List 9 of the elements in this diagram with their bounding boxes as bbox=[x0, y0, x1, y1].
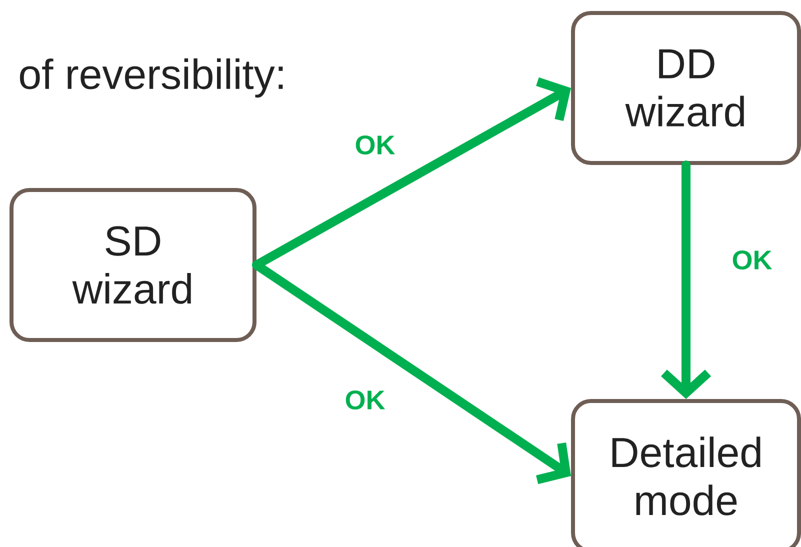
caption-text: of reversibility: bbox=[20, 58, 283, 98]
edge-label: OK bbox=[346, 390, 386, 410]
edge-label: OK bbox=[356, 135, 396, 155]
process-box: DD wizard bbox=[571, 11, 801, 165]
process-box: SD wizard bbox=[10, 188, 256, 342]
process-box: Detailed mode bbox=[571, 399, 801, 547]
edge-label: OK bbox=[732, 250, 772, 270]
arrow bbox=[660, 160, 712, 399]
arrow bbox=[252, 260, 571, 484]
